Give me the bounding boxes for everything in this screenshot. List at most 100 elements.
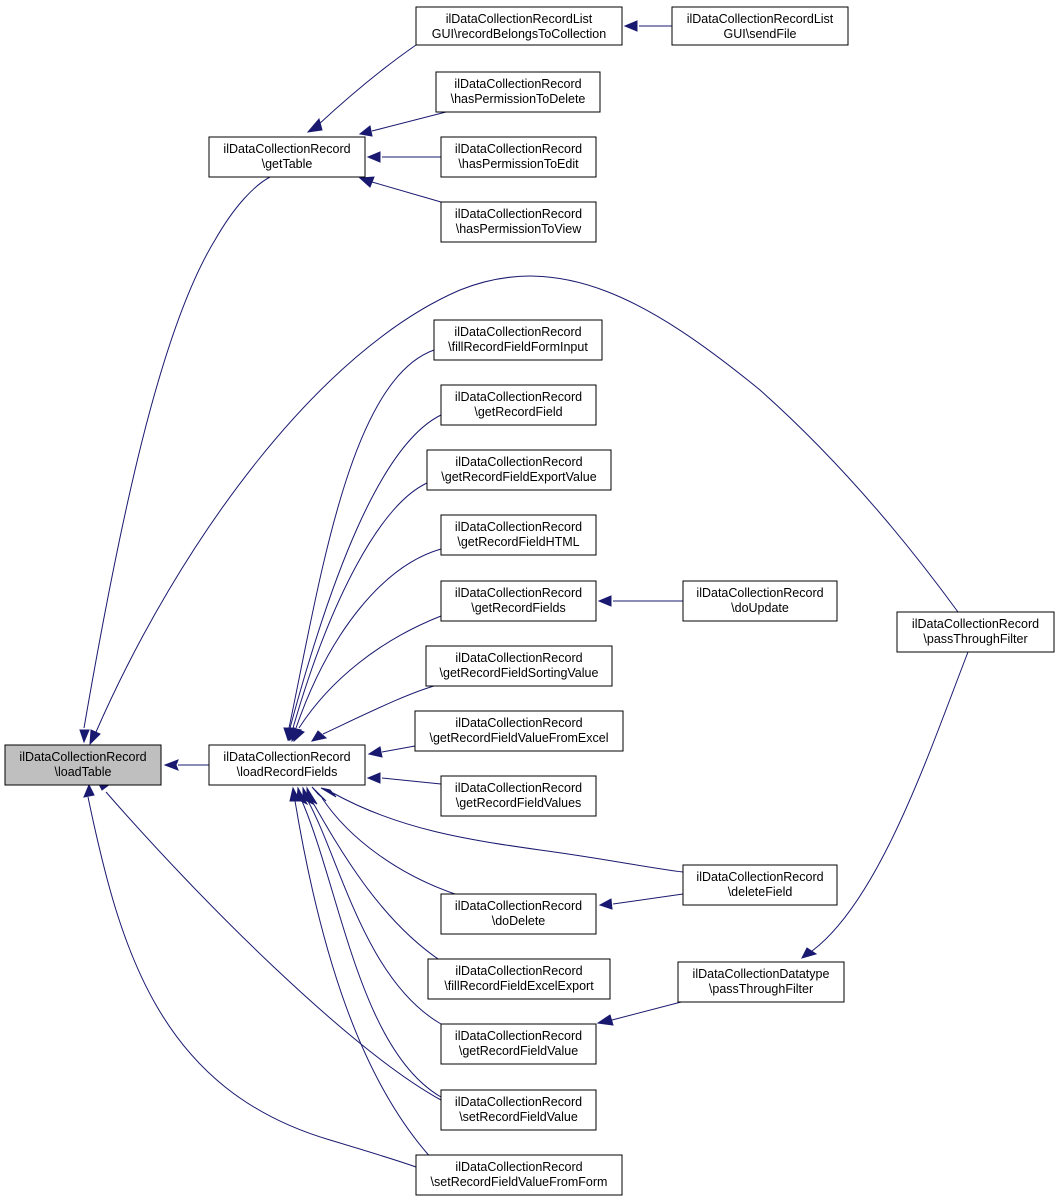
node-class-label: ilDataCollectionRecord [223,142,350,156]
node-loadRecordFields[interactable]: ilDataCollectionRecord\loadRecordFields [208,744,366,786]
node-class-label: ilDataCollectionRecord [454,325,581,339]
node-deleteField[interactable]: ilDataCollectionRecord\deleteField [682,864,838,906]
node-method-label: \setRecordFieldValue [459,1110,578,1124]
edge-arrowhead [358,125,373,137]
node-datatypePassThroughFilter[interactable]: ilDataCollectionDatatype\passThroughFilt… [677,961,845,1003]
node-class-label: ilDataCollectionRecord [455,390,582,404]
node-method-label: \getRecordField [474,405,562,419]
node-class-label: ilDataCollectionRecord [455,207,582,221]
edge-line [307,800,442,1025]
node-fillRecordFieldFormInput[interactable]: ilDataCollectionRecord\fillRecordFieldFo… [433,319,603,361]
node-method-label: \fillRecordFieldExcelExport [444,979,594,993]
node-getRecordField[interactable]: ilDataCollectionRecord\getRecordField [440,384,597,426]
node-box [426,449,612,491]
node-getRecordFieldSortingValue[interactable]: ilDataCollectionRecord\getRecordFieldSor… [425,645,613,687]
node-doUpdate[interactable]: ilDataCollectionRecord\doUpdate [682,580,838,622]
node-getRecordFields[interactable]: ilDataCollectionRecord\getRecordFields [440,580,597,622]
edge-arrowhead [311,786,327,802]
node-method-label: \getRecordFieldValue [459,1044,578,1058]
node-getRecordFieldValues[interactable]: ilDataCollectionRecord\getRecordFieldVal… [440,775,597,817]
node-box [415,1154,623,1196]
edge-arrowhead [293,727,305,743]
nodes-layer: ilDataCollectionRecord\loadTableilDataCo… [4,6,1055,1196]
edge-datatypePassThroughFilter-to-getRecordFieldValue [596,1000,686,1026]
edge-line [611,1000,686,1021]
node-box [440,1023,597,1065]
node-class-label: ilDataCollectionRecordList [687,12,834,26]
node-hasPermissionToView[interactable]: ilDataCollectionRecord\hasPermissionToVi… [440,201,597,243]
edge-line [612,893,684,905]
node-box [440,580,597,622]
edge-deleteField-to-loadRecordFields [320,787,684,873]
node-getRecordFieldHTML[interactable]: ilDataCollectionRecord\getRecordFieldHTM… [440,514,597,556]
edge-arrowhead [320,787,337,798]
node-method-label: \fillRecordFieldFormInput [448,340,588,354]
edge-line [105,791,442,1101]
edge-recordBelongsToCollection-to-getTable [306,44,417,133]
node-class-label: ilDataCollectionRecord [223,750,350,764]
node-method-label: \hasPermissionToView [456,222,582,236]
edge-doDelete-to-loadRecordFields [311,786,456,895]
node-getTable[interactable]: ilDataCollectionRecord\getTable [208,136,366,178]
node-class-label: ilDataCollectionRecord [455,651,582,665]
node-loadTable[interactable]: ilDataCollectionRecord\loadTable [4,744,162,786]
node-class-label: ilDataCollectionRecord [696,586,823,600]
edge-getRecordFieldValueFromExcel-to-loadRecordFields [367,745,416,758]
node-class-label: ilDataCollectionRecord [455,1029,582,1043]
node-box [440,201,597,243]
edge-arrowhead [306,786,318,805]
node-box [4,744,162,786]
edge-getRecordFieldSortingValue-to-loadRecordFields [310,683,442,742]
edge-line [371,111,447,132]
edge-line [381,745,416,753]
edge-line [95,275,959,733]
node-method-label: \hasPermissionToDelete [451,92,586,106]
node-box [415,6,623,46]
node-class-label: ilDataCollectionRecord [455,1160,582,1174]
node-recordBelongsToCollection[interactable]: ilDataCollectionRecordListGUI\recordBelo… [415,6,623,46]
edge-deleteField-to-doDelete [598,893,684,910]
node-recordPassThroughFilter[interactable]: ilDataCollectionRecord\passThroughFilter [896,611,1055,653]
node-box [677,961,845,1003]
node-class-label: ilDataCollectionRecord [19,750,146,764]
node-box [440,136,597,178]
edge-line [371,181,442,203]
node-box [440,514,597,556]
node-getRecordFieldValue[interactable]: ilDataCollectionRecord\getRecordFieldVal… [440,1023,597,1065]
edge-line [321,797,456,895]
node-method-label: \hasPermissionToEdit [458,157,579,171]
node-hasPermissionToDelete[interactable]: ilDataCollectionRecord\hasPermissionToDe… [435,71,601,113]
node-class-label: ilDataCollectionRecord [455,781,582,795]
node-method-label: \getTable [262,157,313,171]
edge-fillRecordFieldExcelExport-to-loadRecordFields [306,786,442,962]
node-getRecordFieldExportValue[interactable]: ilDataCollectionRecord\getRecordFieldExp… [426,449,612,491]
node-box [440,1089,597,1131]
edge-sendFile-to-recordBelongsToCollection [623,20,672,32]
edge-line [298,615,442,729]
node-doDelete[interactable]: ilDataCollectionRecord\doDelete [440,893,597,935]
edge-arrowhead [367,746,383,758]
node-method-label: \getRecordFieldExportValue [441,470,596,484]
edge-line [332,792,684,873]
node-class-label: ilDataCollectionRecord [455,899,582,913]
node-setRecordFieldValueFromForm[interactable]: ilDataCollectionRecord\setRecordFieldVal… [415,1154,623,1196]
node-method-label: \getRecordFieldValues [456,796,582,810]
edge-hasPermissionToEdit-to-getTable [366,151,441,163]
edge-arrowhead [83,783,95,798]
edge-line [311,800,442,962]
node-method-label: \getRecordFields [471,601,566,615]
edge-fillRecordFieldFormInput-to-loadRecordFields [283,349,435,742]
node-setRecordFieldValue[interactable]: ilDataCollectionRecord\setRecordFieldVal… [440,1089,597,1131]
node-box [425,645,613,687]
edge-line [294,800,434,1161]
node-fillRecordFieldExcelExport[interactable]: ilDataCollectionRecord\fillRecordFieldEx… [427,958,611,1000]
edge-arrowhead [79,729,90,744]
node-getRecordFieldValueFromExcel[interactable]: ilDataCollectionRecord\getRecordFieldVal… [414,710,624,752]
edge-arrowhead [89,729,101,746]
node-method-label: \deleteField [728,885,793,899]
node-hasPermissionToEdit[interactable]: ilDataCollectionRecord\hasPermissionToEd… [440,136,597,178]
edge-getTable-to-loadTable [79,176,271,744]
node-class-label: ilDataCollectionRecord [455,716,582,730]
